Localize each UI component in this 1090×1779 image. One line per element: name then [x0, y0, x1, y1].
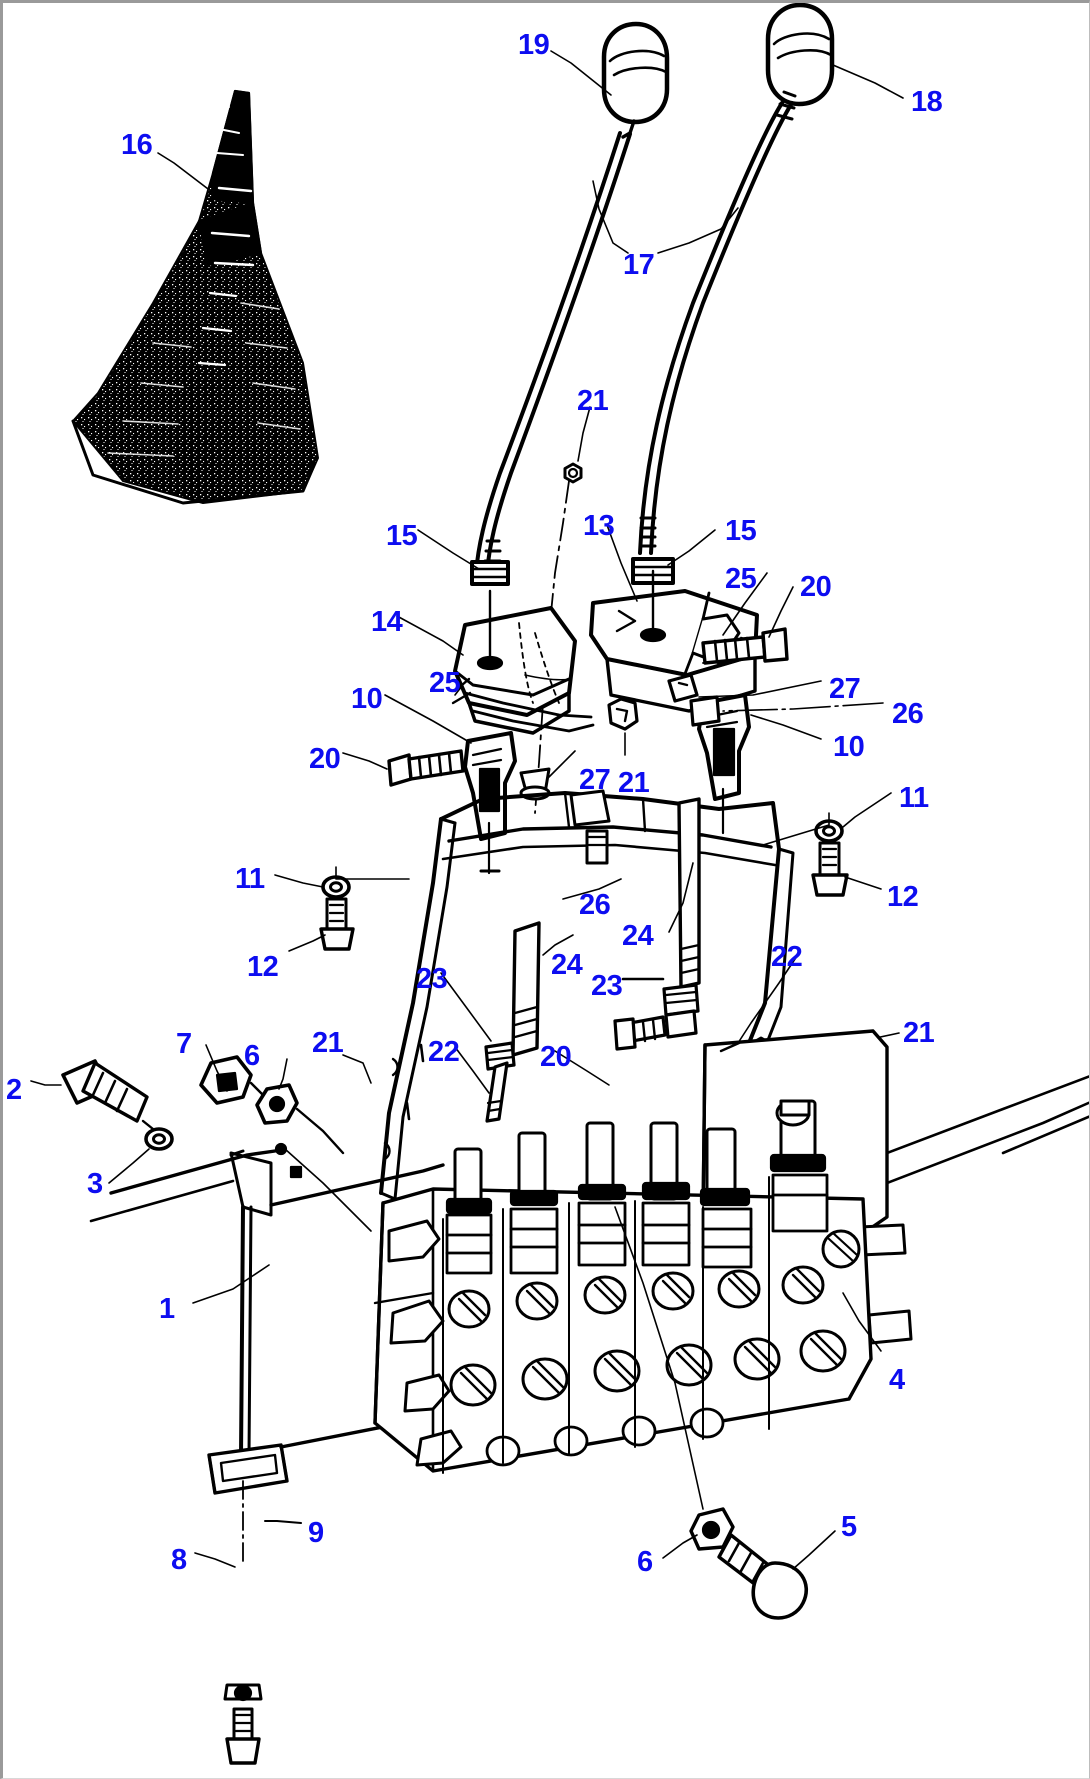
left-lever-knob-part19 [601, 21, 670, 125]
locknut-part23-right [662, 983, 700, 1039]
bolt-part2 [61, 1059, 149, 1123]
callout-22-left: 22 [428, 1036, 460, 1068]
callout-21-mid: 21 [618, 767, 650, 799]
rod-part24-right [677, 797, 701, 989]
callout-11-left: 11 [235, 863, 265, 895]
cotter-pin-part27-right [667, 673, 699, 703]
callout-5: 5 [841, 1511, 857, 1543]
callout-9: 9 [308, 1517, 324, 1549]
callout-25-right: 25 [725, 563, 757, 595]
pin-part26-center [585, 829, 609, 865]
callout-1: 1 [159, 1293, 175, 1325]
callout-6-left: 6 [244, 1040, 260, 1072]
callout-6-right: 6 [637, 1546, 653, 1578]
callout-16: 16 [121, 129, 153, 161]
callout-23-left: 23 [416, 963, 448, 995]
nut-part15-left [470, 560, 510, 586]
support-part1 [89, 1142, 445, 1495]
diagram-artwork [30, 3, 1089, 1765]
callout-27-right: 27 [829, 673, 861, 705]
bolt-part5 [717, 1533, 809, 1620]
callout-25-left: 25 [429, 667, 461, 699]
callout-10-left: 10 [351, 683, 383, 715]
bolt-part12-left [319, 897, 355, 951]
nut-part21-upper [563, 462, 583, 484]
callout-12-right: 12 [887, 881, 919, 913]
callout-24-right: 24 [622, 920, 654, 952]
bolt-part8 [225, 1707, 261, 1765]
right-lever-rod-part17 [638, 90, 797, 555]
left-lever-rod-part17 [474, 131, 632, 575]
rod-part24-left [511, 921, 541, 1057]
callout-10-right: 10 [833, 731, 865, 763]
nut-part7 [199, 1055, 253, 1105]
bolt-part12-right [811, 841, 849, 897]
lever-boot-part16 [71, 89, 319, 505]
callout-22-right: 22 [771, 941, 803, 973]
washer-part3 [144, 1127, 174, 1151]
washer-part9 [223, 1683, 263, 1702]
callout-23-right: 23 [591, 970, 623, 1002]
callout-19: 19 [518, 29, 550, 61]
pin-part26-right [689, 695, 721, 727]
callout-21-left: 21 [312, 1027, 344, 1059]
washer-part6-left [255, 1083, 299, 1125]
nut-part21-mid [607, 697, 639, 731]
callout-21-right: 21 [903, 1017, 935, 1049]
callout-20-lower: 20 [540, 1041, 572, 1073]
callout-12-left: 12 [247, 951, 279, 983]
bracket-part14 [453, 589, 577, 735]
callout-24-left: 24 [551, 949, 583, 981]
callout-15-right: 15 [725, 515, 757, 547]
callout-26-center: 26 [579, 889, 611, 921]
washer-part6-right [689, 1507, 735, 1551]
callout-7: 7 [176, 1028, 192, 1060]
bolt-part20-lower [613, 1015, 667, 1051]
washer-part11-left [321, 875, 351, 899]
callout-15-left: 15 [386, 520, 418, 552]
callout-20-left: 20 [309, 743, 341, 775]
control-valve-assembly-part4 [373, 1099, 873, 1474]
callout-17: 17 [623, 249, 655, 281]
lever-support-frame [379, 789, 795, 1201]
callout-27-left: 27 [579, 764, 611, 796]
callout-21-upper: 21 [577, 385, 609, 417]
callout-8: 8 [171, 1544, 187, 1576]
callout-3: 3 [87, 1168, 103, 1200]
callout-20-right: 20 [800, 571, 832, 603]
callout-2: 2 [6, 1074, 22, 1106]
callout-14: 14 [371, 606, 403, 638]
callout-11-right: 11 [899, 782, 929, 814]
bolt-part20-left [387, 749, 465, 787]
callout-4: 4 [889, 1364, 905, 1396]
callout-18: 18 [911, 86, 943, 118]
callout-13: 13 [583, 510, 615, 542]
right-lever-knob-part18 [765, 3, 835, 107]
rod-part22-left [485, 1061, 509, 1123]
callout-26-right: 26 [892, 698, 924, 730]
